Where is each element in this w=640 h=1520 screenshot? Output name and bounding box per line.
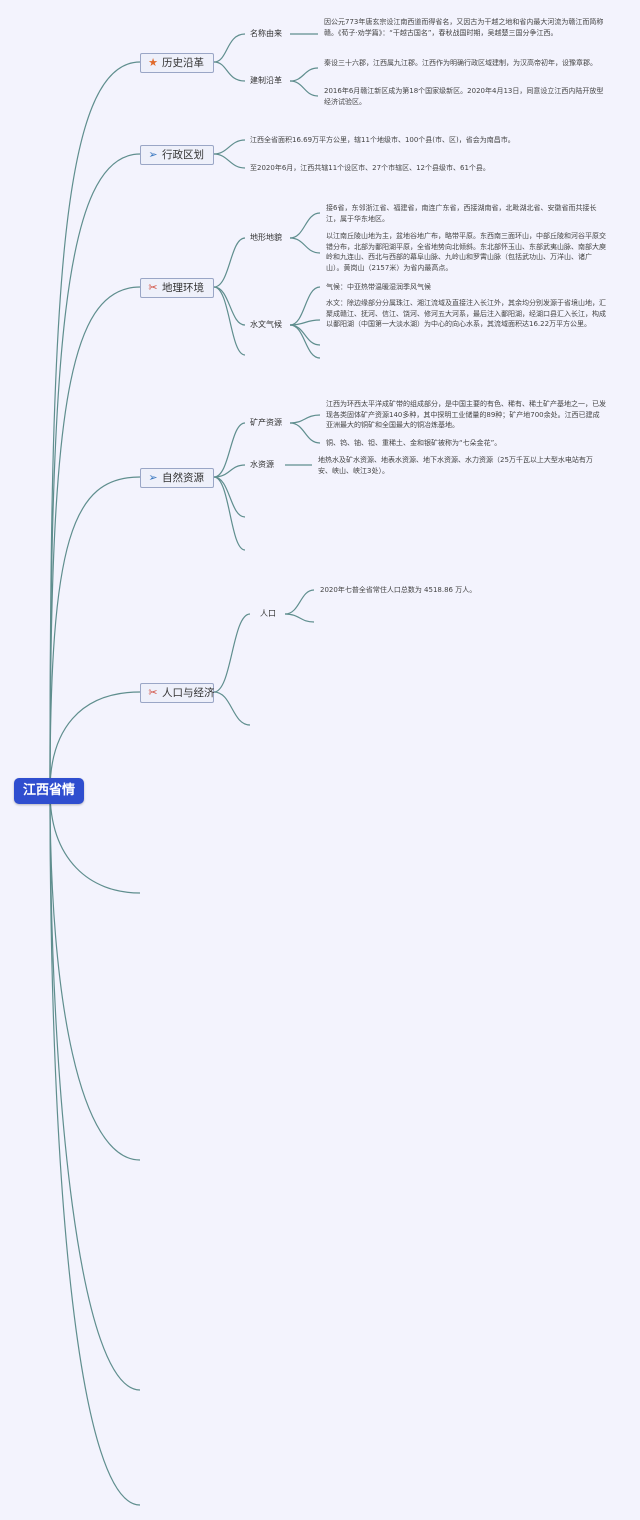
star-icon: ★ <box>148 56 158 69</box>
paper-plane-icon: ➢ <box>148 148 158 161</box>
topic-geography[interactable]: ✂ 地理环境 <box>140 278 214 298</box>
leaf-text: 江西全省面积16.69万平方公里，辖11个地级市、100个县(市、区)，省会为南… <box>250 136 515 144</box>
topic-label: 自然资源 <box>162 472 204 484</box>
link-root-resources <box>49 476 141 792</box>
link-root-empty-4 <box>49 790 141 1506</box>
subtopic-system-history[interactable]: 建制沿革 <box>250 76 282 85</box>
root-node[interactable]: 江西省情 <box>14 778 84 804</box>
subtopic-climate[interactable]: 水文气候 <box>250 320 282 329</box>
leaf-text: 地热水及矿水资源、地表水资源、地下水资源、水力资源（25万千瓦以上大型水电站有万… <box>318 456 593 475</box>
link-root-admin <box>49 153 141 792</box>
link-eco-population <box>213 613 251 693</box>
leaf-text: 因公元773年唐玄宗设江南西道而得省名，又因古为干越之地和省内最大河流为赣江而简… <box>324 18 604 37</box>
topic-history[interactable]: ★ 历史沿革 <box>140 53 214 73</box>
leaf-text: 气候：中亚热带温暖湿润季风气候 <box>326 283 431 291</box>
link-history-name <box>213 33 246 63</box>
leaf-text: 2020年七普全省常住人口总数为 4518.86 万人。 <box>320 586 477 594</box>
link-history-system <box>213 61 246 82</box>
leaf-text: 2016年6月赣江新区成为第18个国家级新区。2020年4月13日，同意设立江西… <box>324 87 604 106</box>
leaf-text: 铜、钨、铀、钽、重稀土、金和银矿被称为“七朵金花”。 <box>326 439 502 447</box>
topic-admin[interactable]: ➢ 行政区划 <box>140 145 214 165</box>
topic-label: 地理环境 <box>162 282 204 294</box>
tools-icon: ✂ <box>148 686 158 699</box>
leaf-text: 接6省，东邻浙江省、福建省，南连广东省，西接湖南省，北毗湖北省、安徽省而共接长江… <box>326 204 597 223</box>
topic-label: 人口与经济 <box>162 687 215 699</box>
topic-label: 历史沿革 <box>162 57 204 69</box>
paper-plane-icon: ➢ <box>148 471 158 484</box>
leaf-text: 秦设三十六郡，江西属九江郡。江西作为明确行政区域建制，为汉高帝初年，设豫章郡。 <box>324 59 597 67</box>
link-res-water <box>213 464 246 478</box>
link-root-empty-3 <box>49 790 141 1391</box>
link-root-economy <box>49 691 141 792</box>
tools-icon: ✂ <box>148 281 158 294</box>
leaf-text: 水文：除边缘部分分属珠江、湘江流域及直接注入长江外，其余均分别发源于省境山地，汇… <box>326 299 606 328</box>
link-geo-terrain <box>213 237 246 288</box>
link-root-empty-2 <box>49 790 141 1161</box>
leaf-text: 江西为环西太平洋成矿带的组成部分，是中国主要的有色、稀有、稀土矿产基地之一，已发… <box>326 400 606 429</box>
subtopic-water[interactable]: 水资源 <box>250 460 274 469</box>
link-res-mineral <box>213 422 246 478</box>
topic-label: 行政区划 <box>162 149 204 161</box>
subtopic-name-origin[interactable]: 名称由来 <box>250 29 282 38</box>
subtopic-population[interactable]: 人口 <box>260 609 276 618</box>
link-root-geo <box>49 286 141 792</box>
subtopic-terrain[interactable]: 地形地貌 <box>250 233 282 242</box>
link-root-empty-1 <box>49 790 141 894</box>
leaf-text: 以江南丘陵山地为主，盆地谷地广布，略带平原。东西南三面环山，中部丘陵和河谷平原交… <box>326 232 606 272</box>
topic-resources[interactable]: ➢ 自然资源 <box>140 468 214 488</box>
topic-population-economy[interactable]: ✂ 人口与经济 <box>140 683 215 703</box>
leaf-text: 至2020年6月，江西共辖11个设区市、27个市辖区、12个县级市、61个县。 <box>250 164 490 172</box>
subtopic-minerals[interactable]: 矿产资源 <box>250 418 282 427</box>
